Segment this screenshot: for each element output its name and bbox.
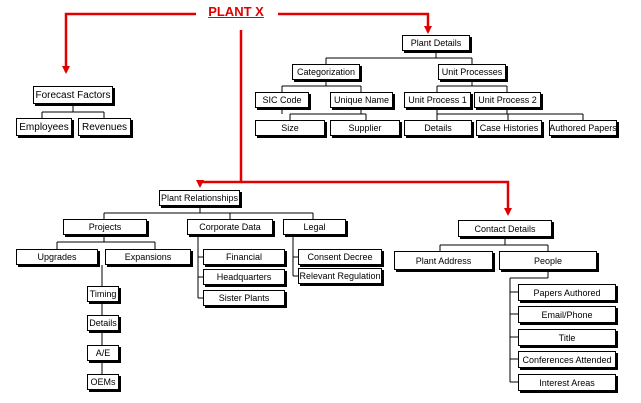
papers-authored-box: Papers Authored bbox=[518, 284, 616, 301]
details-box: Details bbox=[404, 120, 472, 136]
email-phone-box: Email/Phone bbox=[518, 306, 616, 323]
revenues-box: Revenues bbox=[78, 118, 131, 136]
unit-processes-box: Unit Processes bbox=[438, 64, 506, 80]
contact-details-box: Contact Details bbox=[458, 220, 552, 237]
categorization-box: Categorization bbox=[292, 64, 360, 80]
projects-box: Projects bbox=[63, 219, 147, 235]
employees-box: Employees bbox=[16, 118, 72, 136]
conferences-attended-box: Conferences Attended bbox=[518, 351, 616, 368]
arrow-to-contact-details bbox=[241, 180, 512, 216]
consent-decree-box: Consent Decree bbox=[298, 249, 382, 265]
upgrades-box: Upgrades bbox=[16, 249, 98, 265]
legal-box: Legal bbox=[283, 219, 346, 235]
size-box: Size bbox=[255, 120, 325, 136]
case-histories-box: Case Histories bbox=[476, 120, 542, 136]
person-title-box: Title bbox=[518, 329, 616, 346]
timing-box: Timing bbox=[87, 286, 119, 302]
project-details-box: Details bbox=[87, 315, 119, 331]
authored-papers-box: Authored Papers bbox=[549, 120, 617, 136]
plant-x-title: PLANT X bbox=[208, 4, 264, 19]
ae-box: A/E bbox=[87, 345, 119, 361]
supplier-box: Supplier bbox=[330, 120, 400, 136]
expansions-box: Expansions bbox=[105, 249, 191, 265]
corporate-data-box: Corporate Data bbox=[187, 219, 273, 235]
red-arrows bbox=[62, 12, 512, 216]
plant-address-box: Plant Address bbox=[394, 251, 493, 270]
unit-process-2-box: Unit Process 2 bbox=[474, 92, 541, 108]
headquarters-box: Headquarters bbox=[203, 269, 285, 285]
arrow-to-plant-relationships bbox=[196, 30, 243, 188]
unique-name-box: Unique Name bbox=[330, 92, 393, 108]
oems-box: OEMs bbox=[87, 374, 119, 390]
financial-box: Financial bbox=[203, 249, 285, 265]
interest-areas-box: Interest Areas bbox=[518, 374, 616, 391]
sister-plants-box: Sister Plants bbox=[203, 290, 285, 306]
sic-code-box: SIC Code bbox=[255, 92, 309, 108]
forecast-factors-box: Forecast Factors bbox=[33, 86, 113, 104]
plant-details-box: Plant Details bbox=[402, 35, 470, 51]
unit-process-1-box: Unit Process 1 bbox=[404, 92, 471, 108]
relevant-regulation-box: Relevant Regulation bbox=[298, 268, 382, 284]
people-box: People bbox=[499, 251, 597, 270]
plant-relationships-box: Plant Relationships bbox=[159, 190, 240, 206]
arrow-to-forecast-factors bbox=[62, 12, 196, 74]
arrow-to-plant-details bbox=[278, 12, 432, 34]
